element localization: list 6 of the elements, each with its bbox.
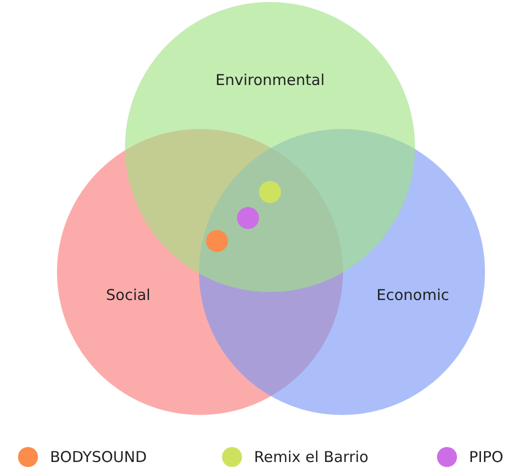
circle-label: Environmental [216, 71, 325, 89]
legend-label: BODYSOUND [50, 448, 147, 466]
legend-label: Remix el Barrio [254, 448, 368, 466]
legend-label: PIPO [469, 448, 504, 466]
circle-label: Social [106, 286, 150, 304]
circle-label: Economic [376, 286, 450, 304]
